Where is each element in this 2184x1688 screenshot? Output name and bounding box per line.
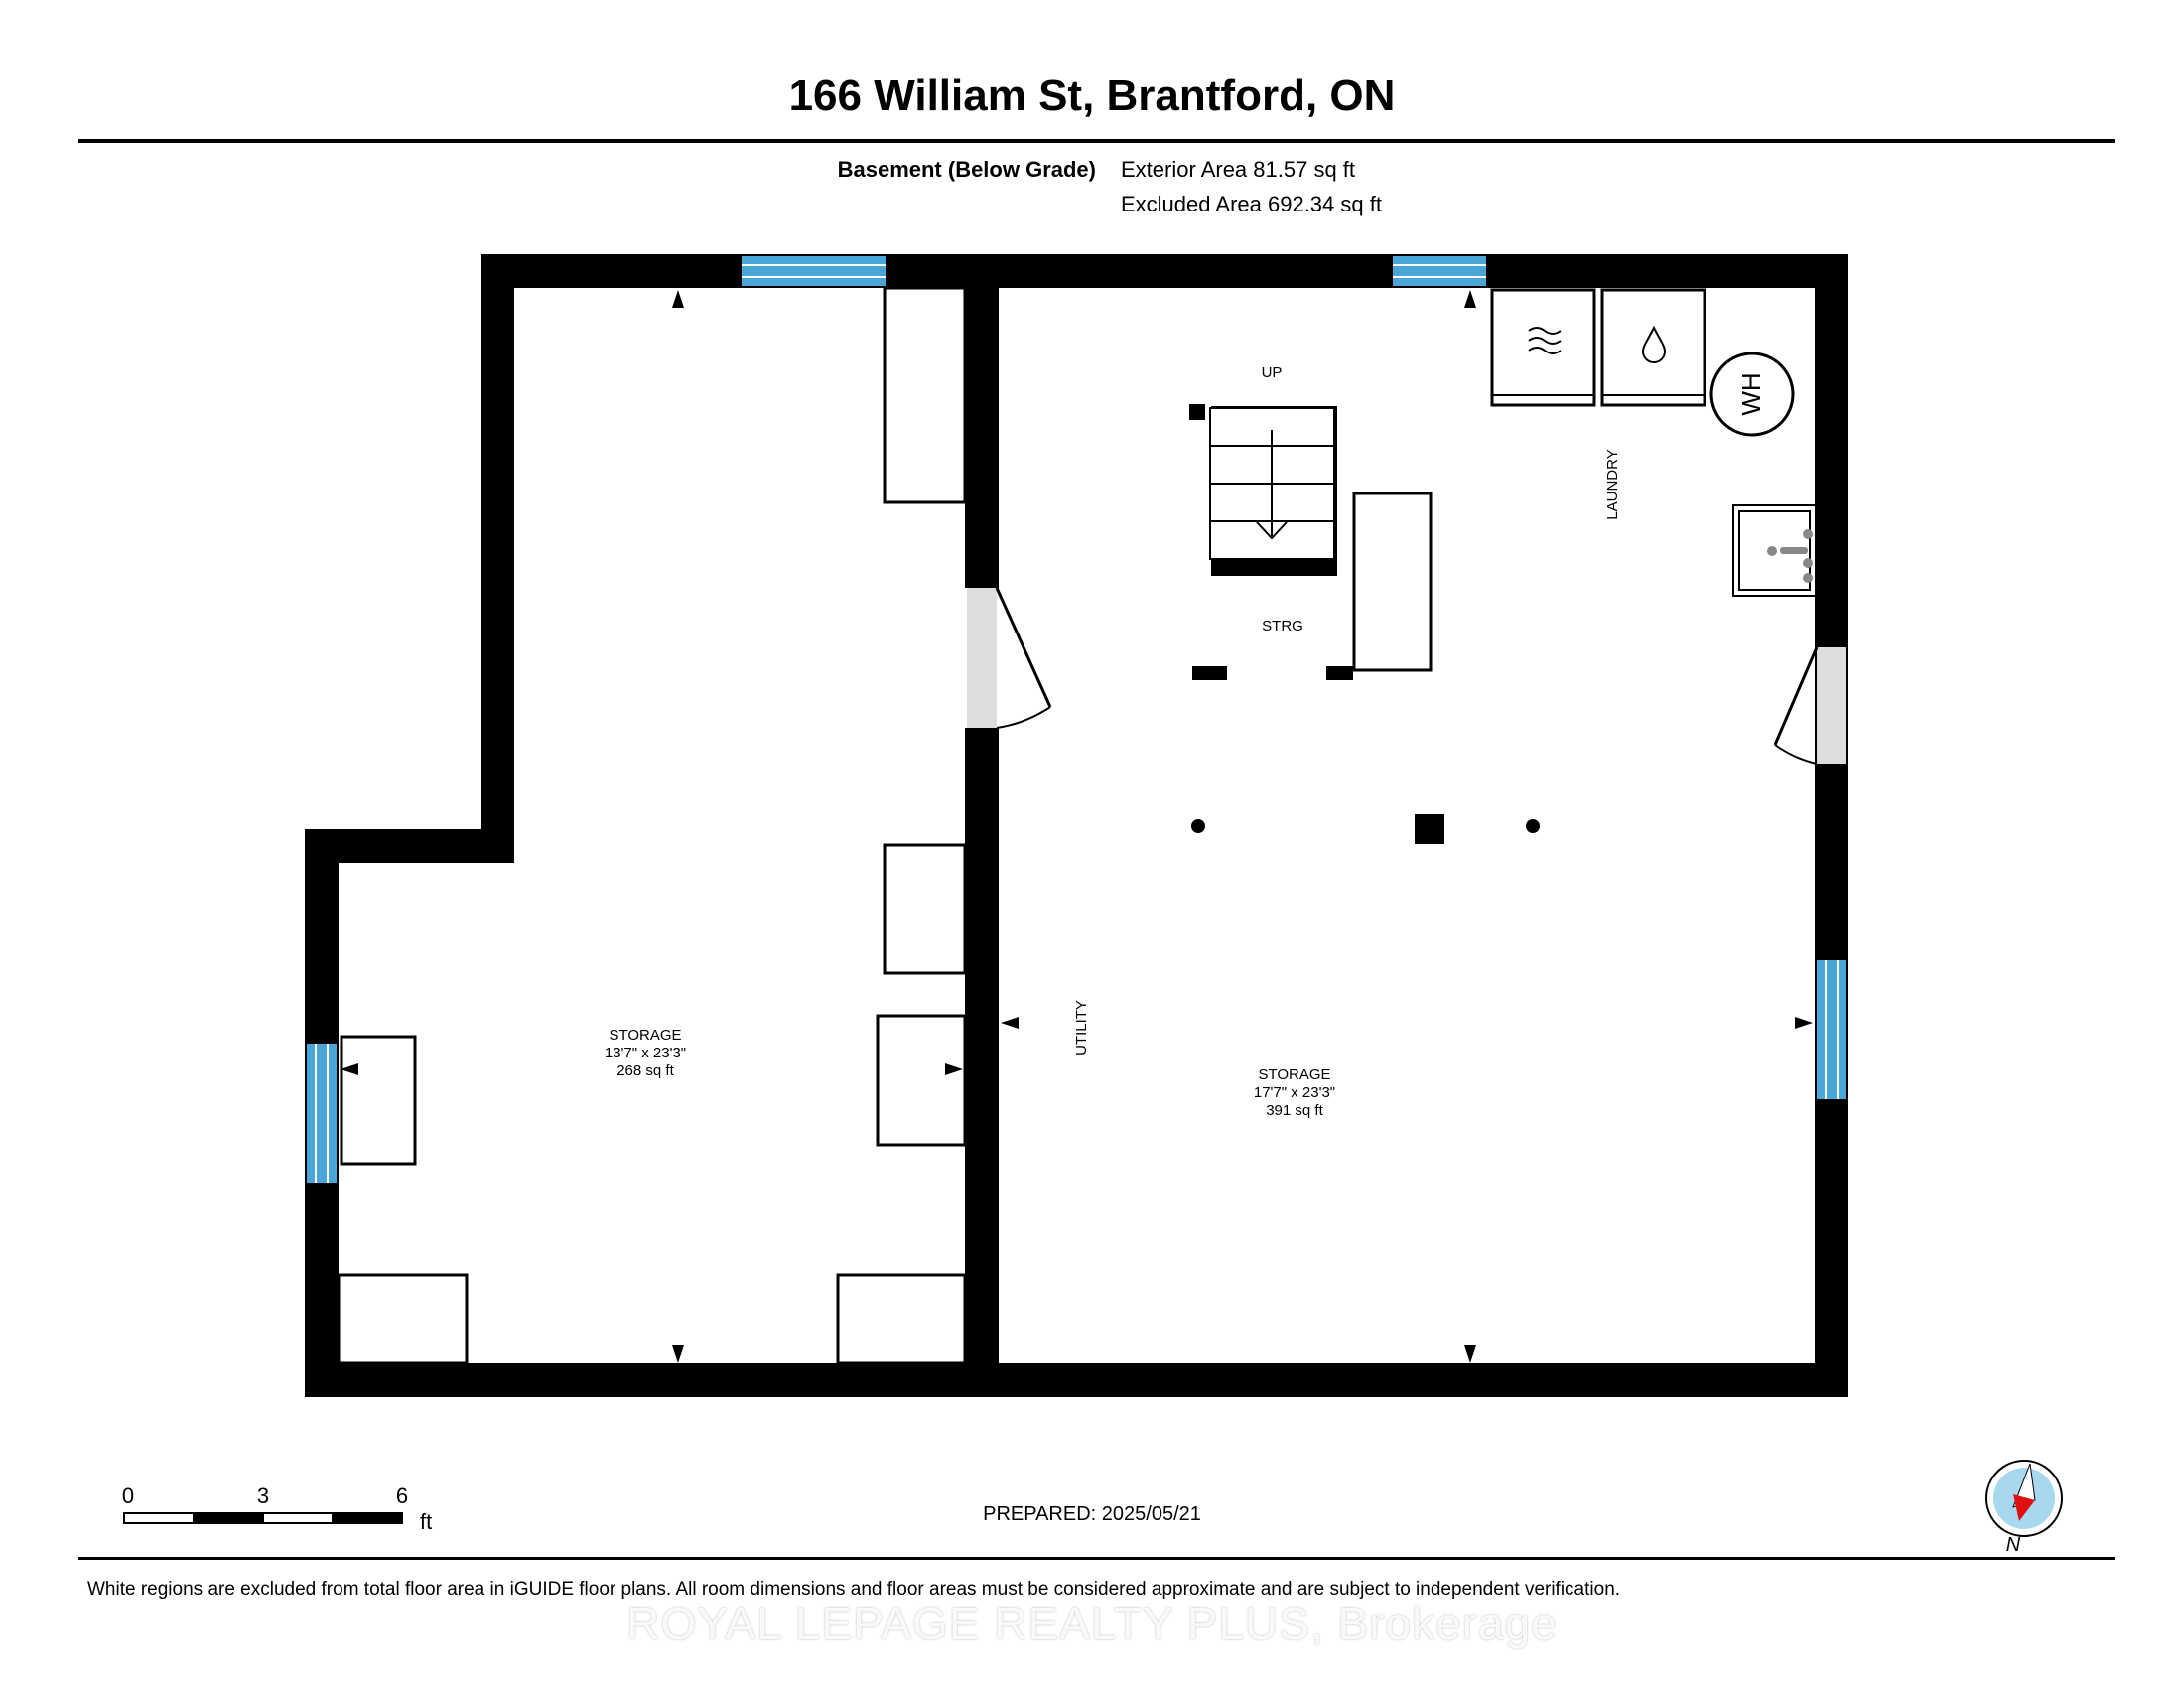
walls [305, 254, 1848, 1397]
column-center [1415, 814, 1444, 844]
windows [307, 256, 1846, 1183]
excluded-area: Excluded Area 692.34 sq ft [1121, 192, 1382, 216]
brokerage-watermark: ROYAL LEPAGE REALTY PLUS, Brokerage [626, 1598, 1558, 1649]
svg-text:STORAGE: STORAGE [609, 1027, 681, 1044]
water-heater: WH [1709, 352, 1795, 437]
window-north-east [1393, 256, 1486, 286]
dryer [1490, 288, 1596, 407]
wall-west-upper [481, 254, 514, 863]
header-divider [78, 139, 2115, 143]
window-east [1817, 960, 1846, 1099]
wall-east [1815, 254, 1848, 1397]
room-label-storage-east: STORAGE 17'7" x 23'3" 391 sq ft [1254, 1066, 1335, 1119]
svg-text:17'7" x 23'3": 17'7" x 23'3" [1254, 1084, 1335, 1101]
disclaimer-text: White regions are excluded from total fl… [87, 1579, 1621, 1600]
laundry-sink [1732, 504, 1817, 597]
wall-interior-upper [965, 288, 999, 588]
wall-interior-lower [965, 728, 999, 1397]
svg-text:391 sq ft: 391 sq ft [1266, 1102, 1323, 1119]
laundry-label: LAUNDRY [1604, 449, 1621, 519]
door-east [1773, 646, 1846, 765]
wall-south [305, 1363, 1848, 1397]
exterior-area: Exterior Area 81.57 sq ft [1121, 157, 1356, 182]
stairs [1189, 404, 1337, 576]
water-drop-icon [1641, 325, 1667, 363]
scale-tick-3: 3 [257, 1483, 269, 1508]
stairs-label: UP [1262, 364, 1283, 381]
level-name: Basement (Below Grade) [837, 157, 1096, 182]
svg-text:STORAGE: STORAGE [1258, 1066, 1330, 1083]
compass-north-label: N [2006, 1534, 2021, 1556]
window-west [307, 1044, 337, 1183]
column-left [1191, 819, 1205, 833]
door-interior [967, 587, 1052, 729]
shelving-units [337, 286, 967, 1365]
dryer-heat-icon [1528, 327, 1562, 354]
footer-divider [78, 1557, 2115, 1560]
beam-post-right [1326, 666, 1353, 680]
scale-bar: 0 3 6 ft [122, 1483, 432, 1534]
compass: N [1985, 1460, 2063, 1556]
wall-step-horizontal [305, 829, 514, 863]
scale-tick-6: 6 [396, 1483, 408, 1508]
storage-cabinet [1352, 492, 1433, 672]
page-title: 166 William St, Brantford, ON [788, 71, 1396, 120]
wall-north [481, 254, 1848, 288]
dimension-markers [341, 290, 1813, 1363]
washer [1600, 288, 1706, 407]
strg-label: STRG [1262, 618, 1303, 634]
svg-text:268 sq ft: 268 sq ft [616, 1062, 674, 1079]
window-north-west [742, 256, 886, 286]
scale-unit: ft [420, 1509, 432, 1534]
water-heater-label: WH [1736, 372, 1766, 415]
prepared-date: PREPARED: 2025/05/21 [983, 1503, 1201, 1525]
room-label-storage-west: STORAGE 13'7" x 23'3" 268 sq ft [605, 1027, 686, 1079]
scale-tick-0: 0 [122, 1483, 134, 1508]
svg-text:13'7" x 23'3": 13'7" x 23'3" [605, 1045, 686, 1061]
beam-post-left [1192, 666, 1227, 680]
utility-label: UTILITY [1073, 1000, 1090, 1055]
column-right [1526, 819, 1540, 833]
